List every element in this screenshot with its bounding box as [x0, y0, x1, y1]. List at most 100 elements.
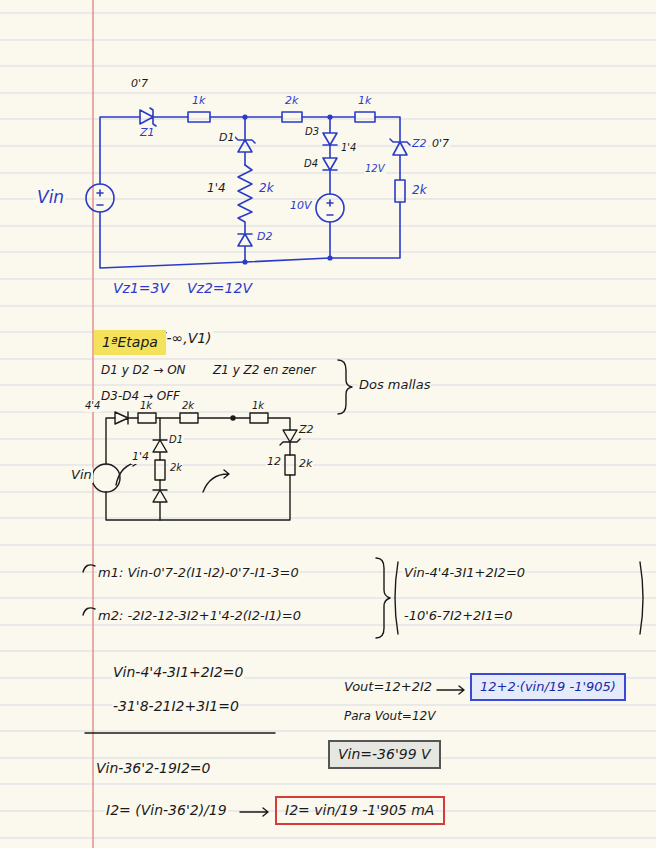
resistor-symbol	[155, 460, 165, 480]
handwritten-label: Vz1=3V	[112, 280, 170, 296]
zener-symbol	[280, 430, 300, 455]
handwritten-label: D2	[256, 231, 273, 244]
handwritten-label: D1 y D2 → ON	[100, 364, 187, 378]
diode-symbol	[115, 412, 128, 424]
handwritten-label: 12V	[364, 163, 386, 175]
ruled-line	[0, 439, 656, 440]
ruled-line	[0, 412, 656, 413]
ruled-line	[0, 13, 656, 14]
wire	[106, 418, 290, 464]
diode-symbol	[153, 418, 167, 460]
ruled-line	[0, 838, 656, 839]
ruled-line	[0, 306, 656, 307]
handwritten-label: 1k	[357, 95, 372, 108]
ruled-line	[0, 598, 656, 599]
resistor-symbol	[395, 180, 405, 202]
box-text: 1ªEtapa	[102, 334, 158, 350]
handwritten-label: (-∞,V1)	[160, 330, 213, 346]
ruled-line	[0, 66, 656, 67]
brace	[376, 558, 390, 638]
handwritten-label: 1'4	[206, 182, 227, 196]
ruled-line	[0, 545, 656, 546]
handwritten-label: Vz2=12V	[186, 280, 253, 296]
handwritten-label: 0'7	[431, 138, 450, 151]
result-box: I2= vin/19 -1'905 mA	[275, 796, 445, 825]
resistor-symbol	[285, 455, 295, 475]
diode-symbol	[238, 234, 252, 262]
voltage-source	[86, 184, 114, 212]
handwritten-label: Z1	[139, 127, 156, 140]
ruled-lines	[0, 13, 656, 838]
result-box: Vin=-36'99 V	[328, 740, 441, 769]
diode-symbol	[153, 480, 167, 520]
parenthesis	[395, 562, 643, 634]
zener-symbol	[140, 108, 156, 126]
handwritten-label: Vin-4'4-3I1+2I2=0	[112, 664, 244, 680]
handwritten-label: -10'6-7I2+2I1=0	[403, 609, 514, 624]
handwritten-label: D1	[218, 132, 235, 145]
ruled-line	[0, 40, 656, 41]
box-text: I2= vin/19 -1'905 mA	[285, 802, 434, 818]
ruled-line	[0, 226, 656, 227]
mesh-mark	[83, 565, 95, 615]
handwritten-label: 2k	[169, 462, 183, 474]
handwritten-label: Para Vout=12V	[343, 710, 436, 724]
handwritten-label: Z1 y Z2 en zener	[212, 364, 317, 378]
handwritten-label: 1k	[251, 400, 265, 412]
ruled-line	[0, 731, 656, 732]
resistor-symbol	[138, 413, 156, 423]
handwritten-label: Z2	[411, 138, 428, 151]
source-polarity	[97, 190, 103, 205]
box-text: 12+2·(vin/19 -1'905)	[480, 679, 616, 694]
handwritten-label: D4	[303, 158, 319, 170]
handwritten-label: 1'4	[340, 142, 357, 154]
ruled-line	[0, 199, 656, 200]
resistor-zigzag	[238, 165, 252, 234]
resistor-symbol	[180, 413, 198, 423]
diode-symbol	[323, 117, 337, 194]
sum-line	[85, 732, 275, 733]
ruled-line	[0, 492, 656, 493]
ruled-line	[0, 651, 656, 652]
handwritten-label: 1k	[139, 400, 153, 412]
ruled-line	[0, 93, 656, 94]
handwritten-label: Vin-4'4-3I1+2I2=0	[403, 566, 526, 581]
handwritten-label: D3	[304, 126, 320, 138]
resistor-symbol	[250, 413, 268, 423]
zener-symbol	[390, 139, 410, 180]
handwritten-label: 2k	[181, 400, 195, 412]
box-text: Vin=-36'99 V	[338, 746, 431, 762]
source-polarity	[327, 200, 333, 258]
wire	[106, 475, 290, 520]
ruled-line	[0, 518, 656, 519]
handwritten-label: Vout=12+2I2	[343, 680, 433, 695]
handwritten-label: 1'4	[131, 451, 150, 464]
handwritten-label: I2= (Vin-36'2)/19	[105, 802, 228, 818]
arrow	[240, 808, 268, 816]
ruled-line	[0, 252, 656, 253]
handwritten-label: 2k	[411, 184, 428, 198]
ruled-line	[0, 359, 656, 360]
voltage-source	[92, 464, 120, 492]
handwritten-label: 2k	[284, 95, 299, 108]
resistor-symbol	[282, 112, 302, 122]
handwritten-label: 4'4	[84, 400, 101, 412]
handwritten-label: 2k	[258, 182, 275, 196]
wire	[100, 202, 400, 268]
mesh-circuit	[92, 412, 300, 520]
handwritten-label: 1k	[191, 95, 206, 108]
handwritten-label: 2k	[298, 458, 313, 471]
handwritten-label: m2: -2I2-12-3I2+1'4-2(I2-I1)=0	[97, 609, 302, 624]
handwritten-label: Dos mallas	[358, 378, 431, 393]
annotations	[83, 360, 643, 816]
ruled-line	[0, 705, 656, 706]
top-circuit	[86, 108, 410, 268]
brace	[338, 360, 352, 414]
result-box: 12+2·(vin/19 -1'905)	[470, 673, 626, 701]
ruled-line	[0, 625, 656, 626]
mesh-arrow	[203, 470, 229, 492]
wire	[100, 117, 400, 184]
handwritten-label: Vin-36'2-19I2=0	[95, 760, 212, 776]
